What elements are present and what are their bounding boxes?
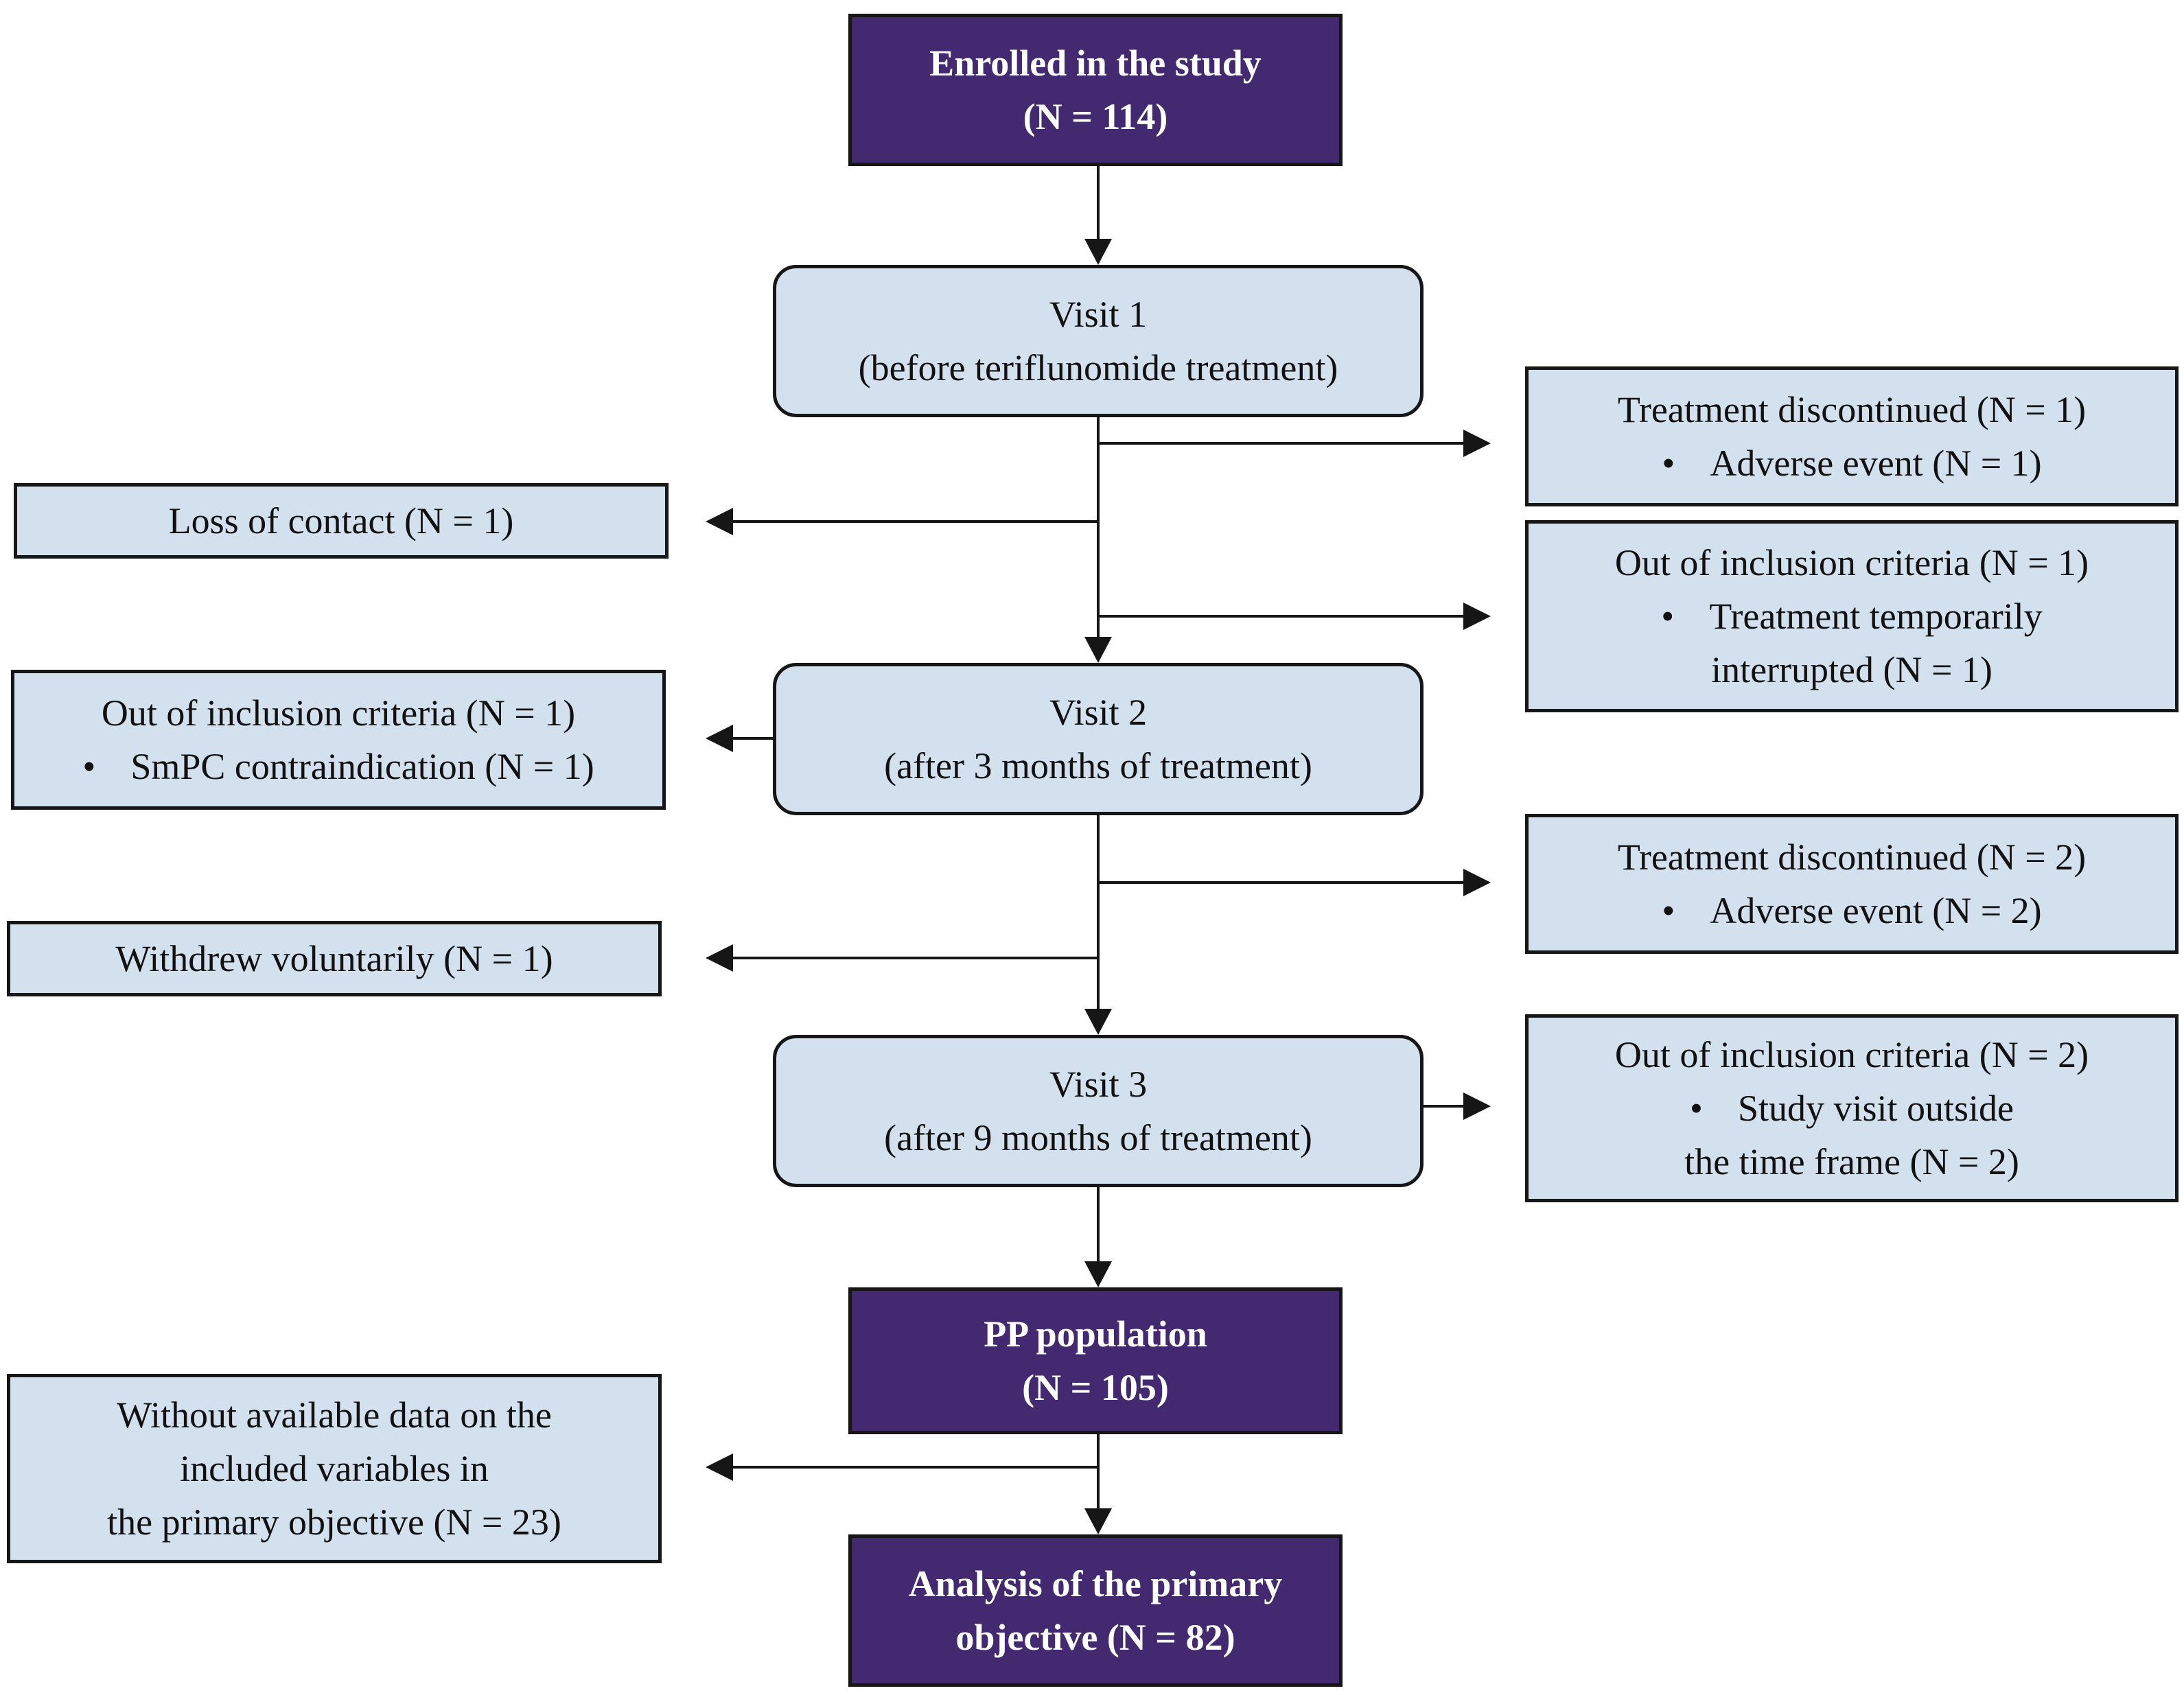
arrowhead-loss-of-contact [706, 508, 733, 535]
arrowhead-treatment-discontinued-2 [1463, 869, 1491, 896]
treatment-discontinued-2-reason: Adverse event (N = 2) [1710, 890, 2042, 931]
visit2-subtitle: (after 3 months of treatment) [884, 745, 1312, 786]
out-of-inclusion-2-reason-line1: Study visit outside [1737, 1088, 2014, 1129]
arrowhead-smpc [706, 725, 733, 752]
treatment-discontinued-1-reason: Adverse event (N = 1) [1710, 443, 2042, 484]
treatment-discontinued-2-title: Treatment discontinued (N = 2) [1617, 837, 2087, 878]
bullet-icon: • [1662, 890, 1675, 931]
enrolled-box: Enrolled in the study (N = 114) [848, 14, 1343, 166]
without-data-box: Without available data on the included v… [7, 1374, 662, 1563]
visit2-box: Visit 2 (after 3 months of treatment) [773, 663, 1424, 815]
analysis-count: objective (N = 82) [955, 1617, 1235, 1658]
without-data-line2: included variables in [180, 1448, 489, 1489]
treatment-discontinued-1-title: Treatment discontinued (N = 1) [1617, 389, 2087, 430]
out-of-inclusion-smpc-box: Out of inclusion criteria (N = 1) • SmPC … [11, 670, 666, 810]
bullet-icon: • [1689, 1088, 1703, 1129]
arrowhead-visit2 [1084, 637, 1112, 663]
out-of-inclusion-2-reason-line2: the time frame (N = 2) [1684, 1141, 2019, 1182]
loss-of-contact-box: Loss of contact (N = 1) [14, 483, 669, 559]
arrowhead-without-data [706, 1453, 733, 1481]
visit1-subtitle: (before teriflunomide treatment) [858, 347, 1338, 388]
treatment-discontinued-1-box: Treatment discontinued (N = 1) • Adverse … [1525, 366, 2179, 506]
visit1-box: Visit 1 (before teriflunomide treatment) [773, 265, 1424, 417]
enrolled-title: Enrolled in the study [929, 43, 1262, 84]
bullet-icon: • [1662, 443, 1675, 484]
loss-of-contact-title: Loss of contact (N = 1) [168, 500, 514, 541]
out-of-inclusion-2-box: Out of inclusion criteria (N = 2) • Study… [1525, 1014, 2179, 1202]
visit2-title: Visit 2 [1049, 692, 1148, 733]
arrowhead-visit3 [1084, 1009, 1112, 1035]
arrowhead-out-of-inclusion-1 [1463, 603, 1491, 630]
out-of-inclusion-1-reason-line1: Treatment temporarily [1709, 596, 2043, 637]
out-of-inclusion-1-reason-line2: interrupted (N = 1) [1711, 649, 1993, 690]
out-of-inclusion-1-title: Out of inclusion criteria (N = 1) [1614, 542, 2089, 583]
without-data-line3: the primary objective (N = 23) [107, 1501, 561, 1543]
arrowhead-treatment-discontinued-1 [1463, 430, 1491, 457]
without-data-line1: Without available data on the [117, 1394, 552, 1436]
visit1-title: Visit 1 [1049, 294, 1148, 335]
pp-population-box: PP population (N = 105) [848, 1287, 1343, 1434]
out-of-inclusion-2-title: Out of inclusion criteria (N = 2) [1614, 1034, 2089, 1075]
out-of-inclusion-smpc-reason: SmPC contraindication (N = 1) [130, 746, 594, 787]
arrowhead-out-of-inclusion-2 [1463, 1092, 1491, 1120]
bullet-icon: • [1661, 596, 1675, 637]
out-of-inclusion-1-box: Out of inclusion criteria (N = 1) • Treat… [1525, 520, 2179, 712]
arrowhead-analysis [1084, 1508, 1112, 1534]
analysis-box: Analysis of the primary objective (N = 8… [848, 1534, 1343, 1687]
withdrew-title: Withdrew voluntarily (N = 1) [115, 938, 553, 979]
arrowhead-pp [1084, 1261, 1112, 1287]
pp-population-count: (N = 105) [1022, 1367, 1169, 1408]
arrowhead-withdrew [706, 944, 733, 972]
arrowhead-visit1 [1084, 239, 1112, 265]
analysis-title: Analysis of the primary [908, 1563, 1283, 1604]
enrolled-count: (N = 114) [1023, 96, 1168, 137]
visit3-title: Visit 3 [1049, 1064, 1148, 1105]
withdrew-box: Withdrew voluntarily (N = 1) [7, 921, 662, 996]
bullet-icon: • [82, 746, 96, 787]
visit3-subtitle: (after 9 months of treatment) [884, 1117, 1312, 1158]
treatment-discontinued-2-box: Treatment discontinued (N = 2) • Adverse … [1525, 814, 2179, 954]
visit3-box: Visit 3 (after 9 months of treatment) [773, 1035, 1424, 1187]
out-of-inclusion-smpc-title: Out of inclusion criteria (N = 1) [101, 692, 576, 734]
pp-population-title: PP population [984, 1313, 1207, 1355]
